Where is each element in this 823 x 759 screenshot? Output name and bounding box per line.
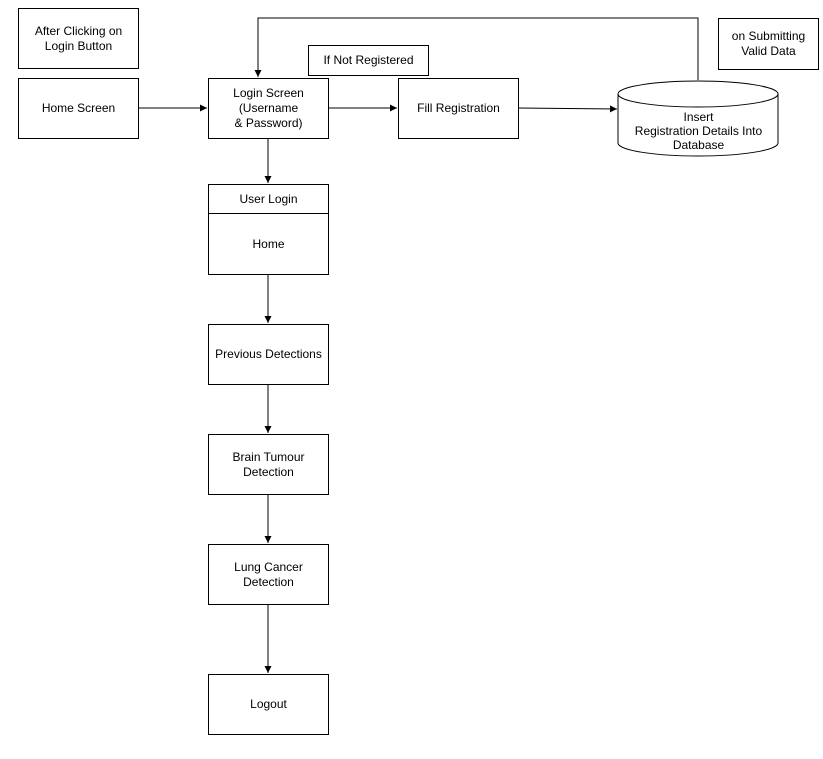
note-on-submitting: on Submitting Valid Data bbox=[718, 18, 819, 70]
previous-detections-node: Previous Detections bbox=[208, 324, 329, 385]
note-after-clicking: After Clicking on Login Button bbox=[18, 8, 139, 69]
login-screen-node: Login Screen (Username & Password) bbox=[208, 78, 329, 139]
database-cylinder bbox=[617, 80, 779, 157]
database-label: Insert Registration Details Into Databas… bbox=[634, 110, 763, 152]
home-screen-node: Home Screen bbox=[18, 78, 139, 139]
user-login-header: User Login bbox=[209, 185, 328, 214]
arrow-database-to-login bbox=[254, 17, 699, 80]
brain-tumour-node: Brain Tumour Detection bbox=[208, 434, 329, 495]
user-login-home: Home bbox=[252, 236, 285, 251]
lung-cancer-node: Lung Cancer Detection bbox=[208, 544, 329, 605]
fill-registration-node: Fill Registration bbox=[398, 78, 519, 139]
arrow-registration-to-database bbox=[517, 105, 618, 113]
note-if-not-registered: If Not Registered bbox=[308, 45, 429, 76]
logout-node: Logout bbox=[208, 674, 329, 735]
user-login-container: User Login Home bbox=[208, 184, 329, 275]
